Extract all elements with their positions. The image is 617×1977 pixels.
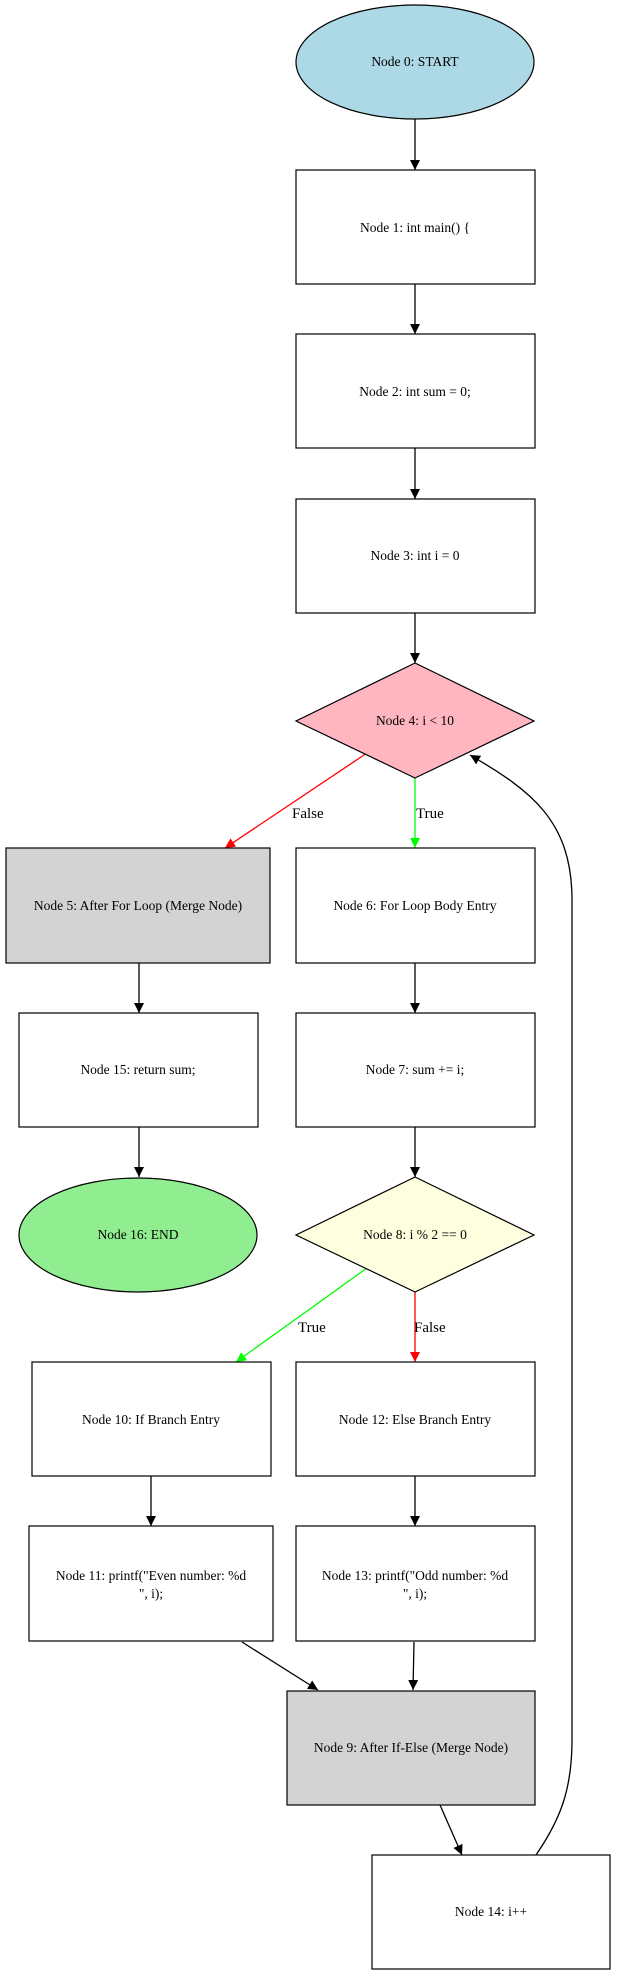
node-14-label: Node 14: i++: [455, 1904, 527, 1919]
node-11-label-line1: Node 11: printf("Even number: %d: [56, 1568, 246, 1583]
node-end: Node 16: END: [18, 1177, 258, 1293]
node-1-label: Node 1: int main() {: [360, 220, 470, 235]
node-4-shape: [294, 662, 536, 779]
edge-n9-n14: [439, 1804, 463, 1856]
node-9-label: Node 9: After If-Else (Merge Node): [314, 1740, 508, 1755]
node-14: Node 14: i++: [371, 1854, 611, 1970]
node-8-label: Node 8: i % 2 == 0: [363, 1227, 467, 1242]
node-6: Node 6: For Loop Body Entry: [295, 847, 536, 964]
edge-n4-n5: [224, 752, 368, 849]
node-0-label: Node 0: START: [371, 54, 459, 69]
node-7: Node 7: sum += i;: [295, 1012, 536, 1128]
node-2-shape: [295, 333, 536, 449]
node-7-shape: [295, 1012, 536, 1128]
node-2: Node 2: int sum = 0;: [295, 333, 536, 449]
edge-n14-n4: [469, 754, 573, 1856]
node-10-label: Node 10: If Branch Entry: [82, 1412, 220, 1427]
node-13-shape: [295, 1525, 536, 1642]
node-2-label: Node 2: int sum = 0;: [359, 384, 471, 399]
node-11: Node 11: printf("Even number: %d ", i);: [28, 1525, 274, 1642]
node-14-shape: [371, 1854, 611, 1970]
node-9-shape: [286, 1690, 536, 1806]
node-3-label: Node 3: int i = 0: [371, 548, 460, 563]
node-7-label: Node 7: sum += i;: [366, 1062, 464, 1077]
node-3: Node 3: int i = 0: [295, 498, 536, 614]
edge-label-n4-n5: False: [292, 806, 324, 822]
node-9-merge: Node 9: After If-Else (Merge Node): [286, 1690, 536, 1806]
node-1-shape: [295, 169, 536, 285]
edge-label-n8-n12: False: [414, 1320, 446, 1336]
node-11-shape: [28, 1525, 274, 1642]
node-8-decision: Node 8: i % 2 == 0: [294, 1176, 536, 1293]
node-4-decision: Node 4: i < 10: [294, 662, 536, 779]
edge-n8-n10: [235, 1267, 368, 1363]
node-5-shape: [5, 847, 271, 964]
node-10: Node 10: If Branch Entry: [31, 1361, 272, 1477]
edge-n11-n9: [241, 1641, 319, 1691]
node-4-label: Node 4: i < 10: [376, 713, 454, 728]
node-5-merge: Node 5: After For Loop (Merge Node): [5, 847, 271, 964]
node-0-shape: [295, 4, 535, 120]
node-15-shape: [18, 1012, 259, 1128]
node-13-label-line1: Node 13: printf("Odd number: %d: [322, 1568, 508, 1583]
node-1: Node 1: int main() {: [295, 169, 536, 285]
node-start: Node 0: START: [295, 4, 535, 120]
edge-label-n8-n10: True: [298, 1320, 326, 1336]
edges: [134, 119, 573, 1856]
edge-label-n4-n6: True: [416, 806, 444, 822]
node-6-shape: [295, 847, 536, 964]
edge-labels: False True True False: [292, 806, 446, 1336]
node-5-label: Node 5: After For Loop (Merge Node): [34, 898, 242, 913]
node-16-shape: [18, 1177, 258, 1293]
node-12-shape: [295, 1361, 536, 1477]
node-16-label: Node 16: END: [98, 1227, 179, 1242]
node-12-label: Node 12: Else Branch Entry: [339, 1412, 491, 1427]
edge-n13-n9: [408, 1641, 419, 1691]
nodes: Node 0: START Node 1: int main() { Node …: [5, 4, 611, 1970]
node-13: Node 13: printf("Odd number: %d ", i);: [295, 1525, 536, 1642]
node-6-label: Node 6: For Loop Body Entry: [333, 898, 496, 913]
node-8-shape: [294, 1176, 536, 1293]
node-10-shape: [31, 1361, 272, 1477]
node-15-label: Node 15: return sum;: [80, 1062, 195, 1077]
node-3-shape: [295, 498, 536, 614]
node-11-label-line2: ", i);: [139, 1586, 163, 1601]
node-15: Node 15: return sum;: [18, 1012, 259, 1128]
node-13-label-line2: ", i);: [403, 1586, 427, 1601]
node-12: Node 12: Else Branch Entry: [295, 1361, 536, 1477]
